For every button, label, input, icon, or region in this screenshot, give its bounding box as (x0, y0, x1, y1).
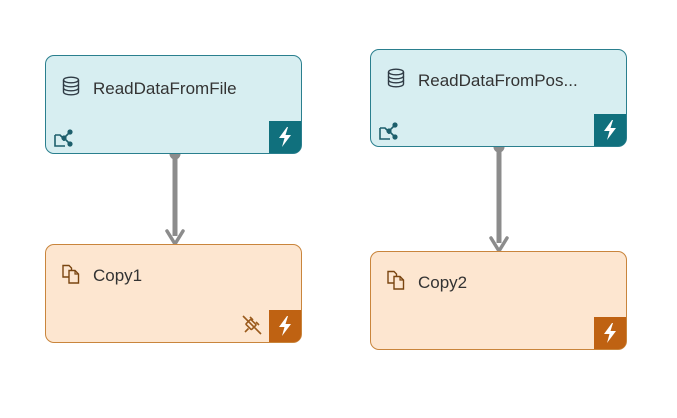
node-copy1[interactable]: Copy1 (45, 244, 302, 343)
database-icon (61, 76, 81, 96)
run-button[interactable] (269, 310, 301, 342)
node-readdatafromfile[interactable]: ReadDataFromFile (45, 55, 302, 154)
copy-icon (61, 264, 81, 284)
node-label: Copy1 (93, 266, 143, 285)
edge-readdatafromfile-copy1[interactable] (165, 148, 185, 246)
node-label: Copy2 (418, 273, 468, 292)
lightning-icon (604, 120, 616, 140)
node-copy2[interactable]: Copy2 (370, 251, 627, 350)
share-icon[interactable] (378, 120, 400, 142)
run-button[interactable] (594, 317, 626, 349)
copy-icon (386, 270, 406, 290)
share-icon[interactable] (53, 127, 75, 149)
node-label: ReadDataFromFile (93, 79, 237, 98)
lightning-icon (279, 127, 291, 147)
edge-readdatafrompos-copy2[interactable] (489, 141, 509, 253)
lightning-icon (604, 323, 616, 343)
lightning-icon (279, 316, 291, 336)
database-icon (386, 68, 406, 88)
disconnected-plug-icon[interactable] (241, 314, 263, 336)
node-label: ReadDataFromPos... (418, 71, 578, 90)
node-readdatafrompos[interactable]: ReadDataFromPos... (370, 49, 627, 147)
run-button[interactable] (269, 121, 301, 153)
run-button[interactable] (594, 114, 626, 146)
